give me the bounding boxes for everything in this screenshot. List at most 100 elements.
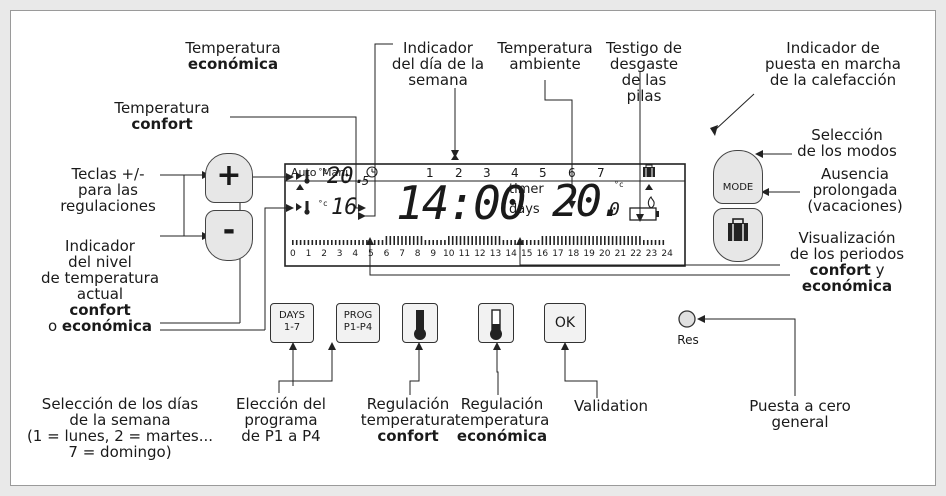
confort-level-arrow <box>296 172 302 180</box>
hour-bar <box>479 236 481 245</box>
flame-icon <box>647 195 655 209</box>
hour-bar <box>463 236 466 245</box>
minus-button[interactable]: - <box>205 210 253 261</box>
days-button-l2: 1-7 <box>283 322 301 333</box>
hour-bar <box>604 236 606 245</box>
hour-bar <box>459 236 462 245</box>
auto-marker <box>296 184 304 190</box>
hour-bar <box>498 236 501 245</box>
hour-bar <box>646 240 649 245</box>
thermometer-icon <box>304 170 310 215</box>
hour-bar <box>592 236 594 245</box>
hour-bar <box>307 240 310 245</box>
weekday-number: 3 <box>483 166 491 180</box>
hour-bar <box>432 240 434 245</box>
thermometer-low-icon <box>490 309 502 340</box>
thermometer-full-icon <box>414 310 426 340</box>
hour-label: 21 <box>614 249 627 259</box>
eco-level-arrow <box>296 203 302 211</box>
hour-bar <box>502 240 505 245</box>
arrowheads <box>202 125 769 350</box>
ok-label: OK <box>554 315 576 331</box>
hour-bar <box>529 240 532 245</box>
hour-bar <box>568 236 571 245</box>
hour-bar <box>342 240 345 245</box>
hour-bar <box>420 236 423 245</box>
eco-unit: °c <box>318 199 328 208</box>
hour-bar <box>362 240 364 245</box>
hour-label: 0 <box>290 249 296 259</box>
prog-button[interactable]: PROG P1-P4 <box>336 303 380 343</box>
prog-button-l2: P1-P4 <box>343 322 373 333</box>
weekday-number: 5 <box>539 166 547 180</box>
hour-bar <box>561 236 563 245</box>
hour-bar <box>650 240 653 245</box>
hour-bar <box>334 240 337 245</box>
eco-temp-button[interactable] <box>478 303 514 343</box>
hour-bar <box>331 240 333 245</box>
hour-bar <box>580 236 583 245</box>
days-button[interactable]: DAYS 1-7 <box>270 303 314 343</box>
weekday-number: 6 <box>568 166 576 180</box>
auto-label: Auto <box>291 166 317 179</box>
hour-bar <box>533 240 536 245</box>
hour-bar <box>327 240 329 245</box>
hour-bar <box>409 236 411 245</box>
leader-lines <box>160 43 800 398</box>
vacation-button[interactable] <box>713 208 763 262</box>
hour-bar <box>350 240 353 245</box>
plus-button[interactable]: + <box>205 153 253 203</box>
hour-bar <box>584 236 587 245</box>
hour-bar <box>455 236 458 245</box>
hour-label: 4 <box>352 249 359 259</box>
hour-bar <box>537 240 540 245</box>
confort-temp-decimal: 5 <box>362 174 370 188</box>
hour-label: 23 <box>645 249 658 259</box>
hour-bar <box>412 236 415 245</box>
hour-bar <box>358 240 360 245</box>
hour-bar <box>393 236 395 245</box>
eco-temp-value: 16 <box>331 195 358 220</box>
hour-bar <box>588 236 590 245</box>
minus-label: - <box>222 213 236 248</box>
hour-label: 18 <box>567 249 580 259</box>
hour-label: 6 <box>383 249 390 259</box>
hour-bar <box>619 236 622 245</box>
hour-bar <box>385 236 388 245</box>
hour-bar <box>444 240 446 245</box>
hour-bar <box>490 236 493 245</box>
hour-bar <box>494 236 497 245</box>
mode-button[interactable]: MODE <box>713 150 763 204</box>
hour-bar <box>483 236 485 245</box>
clock-time: 14:00 <box>396 176 526 230</box>
hour-label: 15 <box>521 249 533 259</box>
hour-label: 12 <box>474 249 486 259</box>
hour-bar <box>631 236 633 245</box>
manu-label: Manu <box>322 166 353 179</box>
hour-bar <box>366 240 368 245</box>
hour-bar <box>319 240 321 245</box>
ok-button[interactable]: OK <box>544 303 586 343</box>
ambient-temp-value: 20. <box>552 176 626 227</box>
suitcase-icon <box>643 164 655 177</box>
hour-label: 9 <box>430 249 437 259</box>
hour-bar <box>514 240 516 245</box>
hour-bar <box>615 236 618 245</box>
hour-bar <box>346 240 349 245</box>
hour-bar <box>572 236 575 245</box>
confort-temp-button[interactable] <box>402 303 438 343</box>
hour-label: 24 <box>661 249 673 259</box>
hour-label: 10 <box>443 249 455 259</box>
hour-label: 7 <box>399 249 405 259</box>
hour-bar <box>662 240 665 245</box>
